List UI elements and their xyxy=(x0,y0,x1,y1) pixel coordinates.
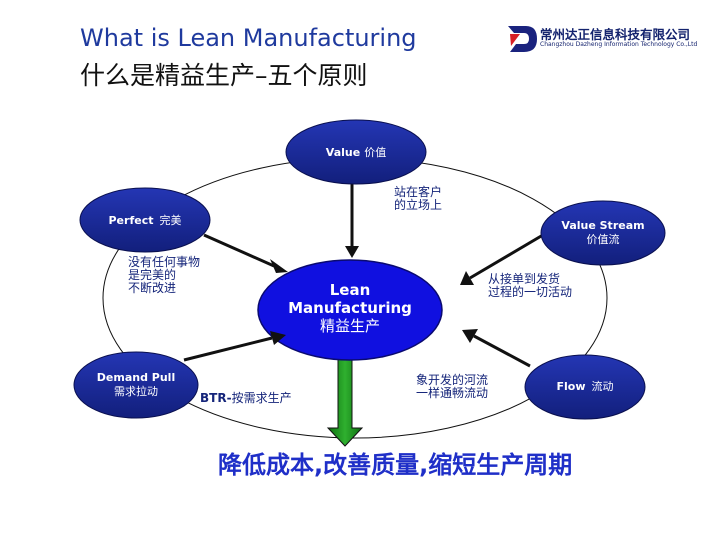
node-value-stream-en: Value Stream xyxy=(561,219,645,232)
node-demand-pull-en: Demand Pull xyxy=(96,371,176,384)
node-flow: Flow 流动 xyxy=(525,374,645,400)
arrow-flow-head xyxy=(462,329,478,343)
note-demand-pull: BTR-按需求生产 xyxy=(200,392,292,405)
center-label-en: Lean Manufacturing xyxy=(288,281,412,317)
node-perfect-zh: 完美 xyxy=(159,214,182,227)
node-value: Value 价值 xyxy=(286,140,426,166)
arrow-perfect xyxy=(203,233,275,268)
result-statement: 降低成本,改善质量,缩短生产周期 xyxy=(218,451,573,479)
node-value-stream: Value Stream 价值流 xyxy=(541,216,665,250)
result-arrow xyxy=(326,355,364,447)
node-demand-pull: Demand Pull 需求拉动 xyxy=(74,368,198,402)
logo-company-name: 常州达正信息科技有限公司 xyxy=(540,27,691,42)
node-flow-zh: 流动 xyxy=(591,380,614,393)
arrow-demand-pull xyxy=(183,336,273,362)
arrow-value-head xyxy=(345,246,359,258)
node-perfect: Perfect 完美 xyxy=(80,208,210,234)
node-value-zh: 价值 xyxy=(364,146,387,159)
company-logo: 常州达正信息科技有限公司 Changzhou Dazheng Informati… xyxy=(506,22,706,56)
arrow-demand-pull-head xyxy=(270,331,286,345)
arrow-value-stream-head xyxy=(460,271,474,285)
node-flow-en: Flow xyxy=(556,380,586,393)
node-lean-manufacturing: Lean Manufacturing 精益生产 xyxy=(258,265,442,351)
dz-logo-mark-icon xyxy=(508,26,537,52)
node-perfect-shape xyxy=(79,187,211,253)
node-perfect-en: Perfect xyxy=(108,214,154,227)
arrow-flow xyxy=(473,334,531,368)
note-flow: 象开发的河流 一样通畅流动 xyxy=(416,373,489,400)
node-value-stream-shape xyxy=(540,200,666,266)
slide-title-chinese: 什么是精益生产–五个原则 xyxy=(80,61,368,90)
arrow-value-stream xyxy=(469,230,549,280)
node-value-stream-zh: 价值流 xyxy=(586,233,620,246)
note-demand-pull-text: 按需求生产 xyxy=(231,391,292,405)
slide-title-english: What is Lean Manufacturing xyxy=(80,24,417,52)
node-value-shape xyxy=(285,119,427,185)
node-demand-pull-zh: 需求拉动 xyxy=(114,385,158,398)
arrow-perfect-head xyxy=(270,259,288,273)
note-demand-pull-bold: BTR- xyxy=(200,391,232,405)
center-ellipse xyxy=(257,259,443,361)
center-label-zh: 精益生产 xyxy=(319,317,380,335)
node-value-en: Value xyxy=(325,146,361,159)
note-perfect: 没有任何事物 是完美的 不断改进 xyxy=(128,255,201,295)
logo-company-subtitle: Changzhou Dazheng Information Technology… xyxy=(540,41,698,48)
note-value: 站在客户 的立场上 xyxy=(394,185,443,212)
node-demand-pull-shape xyxy=(73,351,199,419)
note-value-stream: 从接单到发货 过程的一切活动 xyxy=(488,272,573,299)
node-flow-shape xyxy=(524,354,646,420)
